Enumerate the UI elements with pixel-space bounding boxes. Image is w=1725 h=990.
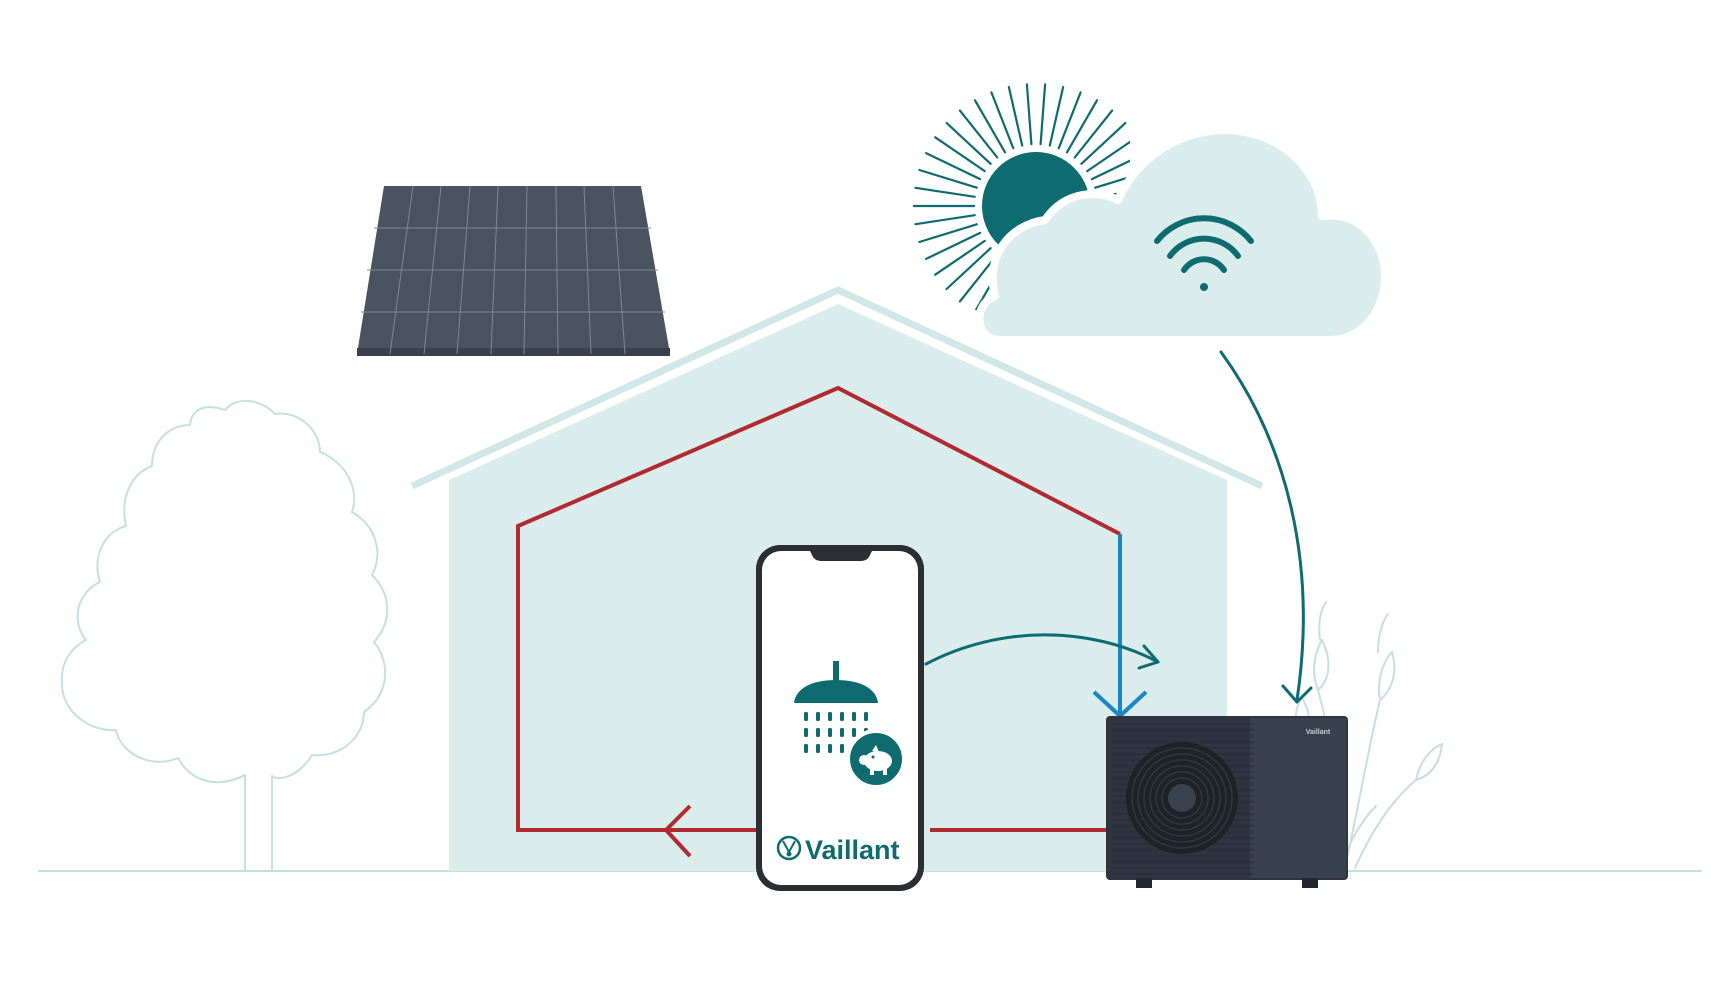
water-drop bbox=[828, 712, 832, 721]
wifi-icon bbox=[1154, 215, 1254, 291]
fan-ring bbox=[1137, 753, 1227, 843]
sun-ray bbox=[934, 239, 986, 276]
fan-ring bbox=[1161, 777, 1203, 819]
water-drop bbox=[828, 744, 832, 753]
fan-ring bbox=[1131, 747, 1233, 849]
water-drop bbox=[804, 744, 808, 753]
return-arrow-icon bbox=[663, 804, 692, 858]
sun-ray bbox=[973, 99, 1007, 154]
water-drop bbox=[852, 712, 856, 721]
sun-ray bbox=[918, 223, 978, 244]
sun-ray bbox=[918, 168, 978, 189]
water-drop bbox=[840, 744, 844, 753]
shower-icon bbox=[794, 661, 878, 753]
heating-loop bbox=[516, 385, 1121, 858]
water-drop bbox=[852, 728, 856, 737]
water-drop bbox=[816, 728, 820, 737]
sun-ray bbox=[934, 136, 986, 173]
smartphone-icon: Vaillant bbox=[756, 545, 924, 891]
water-drop bbox=[804, 712, 808, 721]
sun-ray bbox=[945, 247, 992, 291]
water-drop bbox=[840, 728, 844, 737]
fan-icon bbox=[1126, 742, 1238, 854]
sun-ray bbox=[945, 121, 992, 165]
sun-ray bbox=[1057, 91, 1082, 150]
solar-panel-icon bbox=[357, 185, 670, 356]
sun-ray bbox=[1086, 140, 1130, 173]
fan-ring bbox=[1155, 771, 1209, 825]
cloud-signal-arrow bbox=[1219, 350, 1313, 704]
tree-icon bbox=[60, 399, 389, 870]
water-drop bbox=[828, 728, 832, 737]
water-drop bbox=[816, 744, 820, 753]
phone-brand-label: Vaillant bbox=[805, 835, 900, 865]
piggy-bank-icon bbox=[846, 729, 906, 789]
sun-ray bbox=[958, 109, 999, 159]
water-drop bbox=[804, 728, 808, 737]
sun-ray bbox=[990, 91, 1015, 150]
sun-ray bbox=[1094, 175, 1130, 189]
sun-ray bbox=[1007, 85, 1024, 147]
sun-ray bbox=[1073, 109, 1114, 159]
sun-ray bbox=[1080, 121, 1127, 165]
heat-pump-icon: Vaillant bbox=[1106, 716, 1348, 888]
sun-ray bbox=[914, 214, 976, 226]
fan-ring bbox=[1143, 759, 1221, 837]
sun-ray bbox=[924, 231, 982, 260]
sun-ray bbox=[1039, 83, 1047, 146]
water-drop bbox=[816, 712, 820, 721]
heat-pump-brand-label: Vaillant bbox=[1306, 729, 1331, 736]
water-drop bbox=[840, 712, 844, 721]
sun-ray bbox=[1048, 85, 1065, 147]
sun-ray bbox=[924, 152, 982, 181]
sun-ray bbox=[1025, 83, 1033, 146]
fan-ring bbox=[1149, 765, 1215, 831]
sun-ray bbox=[1065, 99, 1099, 154]
phone-signal-arrow bbox=[924, 633, 1160, 670]
sun-ray bbox=[1090, 159, 1130, 181]
vaillant-logo-icon bbox=[776, 835, 802, 861]
cloud-icon bbox=[975, 126, 1389, 344]
sun-ray bbox=[914, 186, 976, 198]
water-drop bbox=[864, 712, 868, 721]
